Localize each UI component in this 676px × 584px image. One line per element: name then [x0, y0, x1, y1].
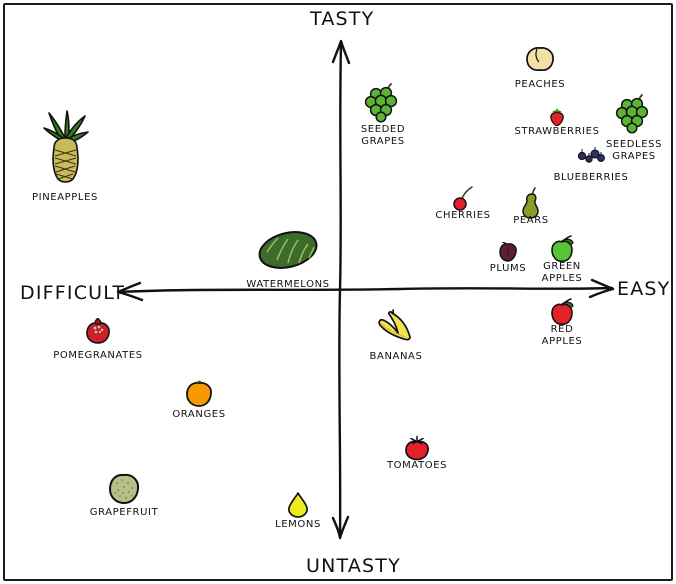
grapes-green-icon	[613, 94, 655, 134]
data-point-label: PINEAPPLES	[32, 192, 98, 203]
y-axis-up-arrowhead	[331, 39, 351, 65]
data-point-label: SEEDED GRAPES	[360, 124, 406, 147]
data-point-label: BLUEBERRIES	[553, 172, 629, 183]
data-point-label: ORANGES	[172, 409, 226, 420]
data-point-label: GRAPEFRUIT	[89, 507, 159, 518]
y-axis-line	[338, 42, 343, 538]
strawberry-icon	[549, 108, 565, 127]
x-axis-line	[117, 286, 614, 294]
data-point-label: TOMATOES	[386, 460, 448, 471]
data-point-label: CHERRIES	[435, 210, 491, 221]
pineapple-icon	[38, 110, 92, 186]
data-point-label: POMEGRANATES	[53, 350, 143, 361]
data-point-label: PEARS	[513, 215, 549, 226]
axis-label-untasty: UNTASTY	[306, 555, 401, 577]
data-point-label: STRAWBERRIES	[514, 126, 600, 137]
banana-icon	[377, 308, 415, 342]
data-point-label: GREEN APPLES	[541, 261, 583, 284]
blueberries-icon	[577, 146, 605, 164]
tomato-icon	[403, 435, 431, 461]
plum-icon	[498, 241, 518, 262]
data-point-label: PLUMS	[489, 263, 527, 274]
data-point-label: LEMONS	[275, 519, 321, 530]
watermelon-icon	[257, 230, 319, 270]
grapefruit-icon	[107, 473, 141, 505]
peach-icon	[525, 46, 555, 72]
axis-label-easy: EASY	[617, 278, 671, 300]
data-point-label: RED APPLES	[541, 324, 583, 347]
axis-label-tasty: TASTY	[310, 8, 375, 30]
x-axis-right-arrowhead	[588, 278, 615, 299]
grapes-green-icon	[362, 83, 404, 123]
data-point-label: PEACHES	[514, 79, 566, 90]
cherry-icon	[452, 185, 474, 211]
data-point-label: BANANAS	[369, 351, 423, 362]
data-point-label: WATERMELONS	[246, 279, 330, 290]
apple-green-icon	[548, 235, 576, 263]
apple-red-icon	[548, 298, 576, 326]
y-axis-down-arrowhead	[331, 515, 350, 540]
axis-label-difficult: DIFFICULT	[20, 282, 126, 304]
data-point-label: SEEDLESS GRAPES	[605, 139, 663, 162]
lemon-icon	[287, 492, 309, 518]
pomegranate-icon	[84, 316, 112, 344]
pear-icon	[519, 187, 543, 219]
orange-icon	[184, 380, 214, 408]
